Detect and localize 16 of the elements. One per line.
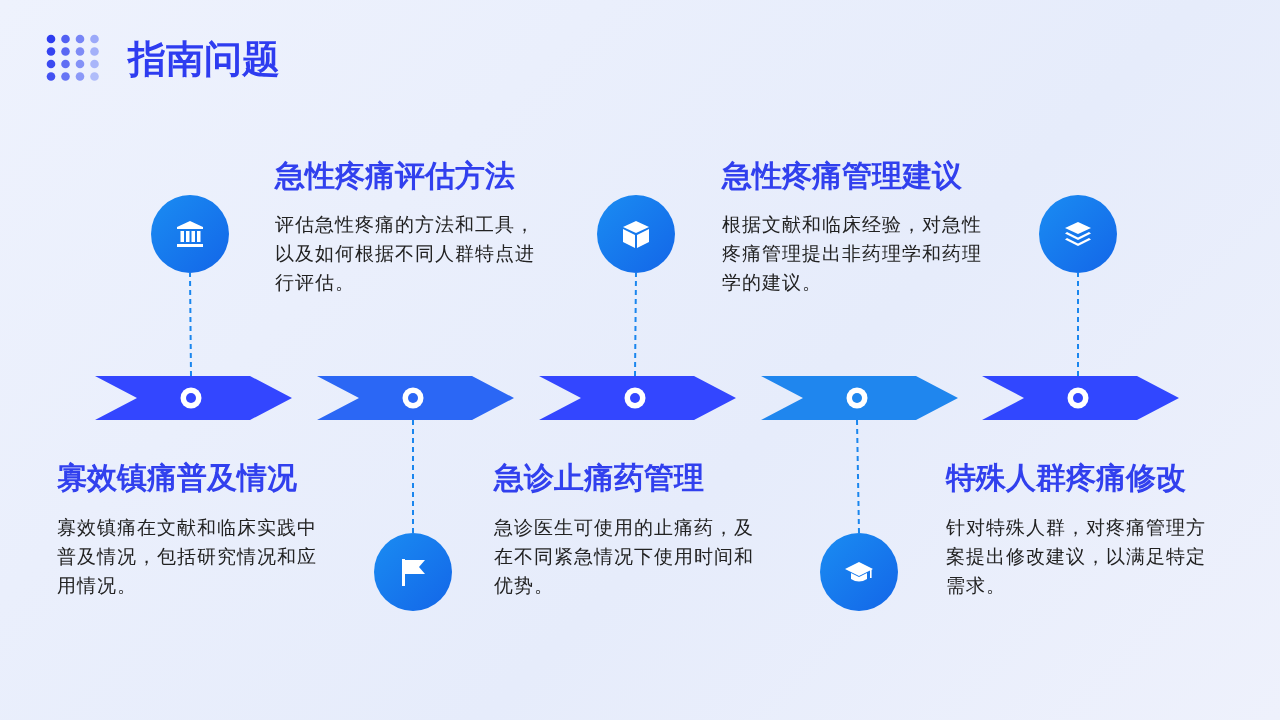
heading: 急性疼痛评估方法 bbox=[275, 158, 515, 194]
dashed-connector bbox=[856, 419, 860, 534]
heading: 特殊人群疼痛修改 bbox=[946, 460, 1186, 496]
heading: 寡效镇痛普及情况 bbox=[57, 460, 297, 496]
heading: 急诊止痛药管理 bbox=[494, 460, 704, 496]
description: 急诊医生可使用的止痛药，及在不同紧急情况下使用时间和优势。 bbox=[494, 515, 755, 598]
heading: 急性疼痛管理建议 bbox=[722, 158, 962, 194]
dashed-connector bbox=[189, 272, 192, 377]
dashed-connector bbox=[1077, 272, 1079, 377]
description: 寡效镇痛在文献和临床实践中普及情况，包括研究情况和应用情况。 bbox=[57, 515, 318, 598]
description: 针对特殊人群，对疼痛管理方案提出修改建议，以满足特定需求。 bbox=[946, 515, 1207, 598]
dashed-connector bbox=[634, 272, 637, 377]
description: 根据文献和临床经验，对急性疼痛管理提出非药理学和药理学的建议。 bbox=[722, 212, 983, 295]
page-title: 指南问题 bbox=[128, 36, 280, 83]
description: 评估急性疼痛的方法和工具，以及如何根据不同人群特点进行评估。 bbox=[275, 212, 536, 295]
dashed-connector bbox=[412, 419, 414, 534]
